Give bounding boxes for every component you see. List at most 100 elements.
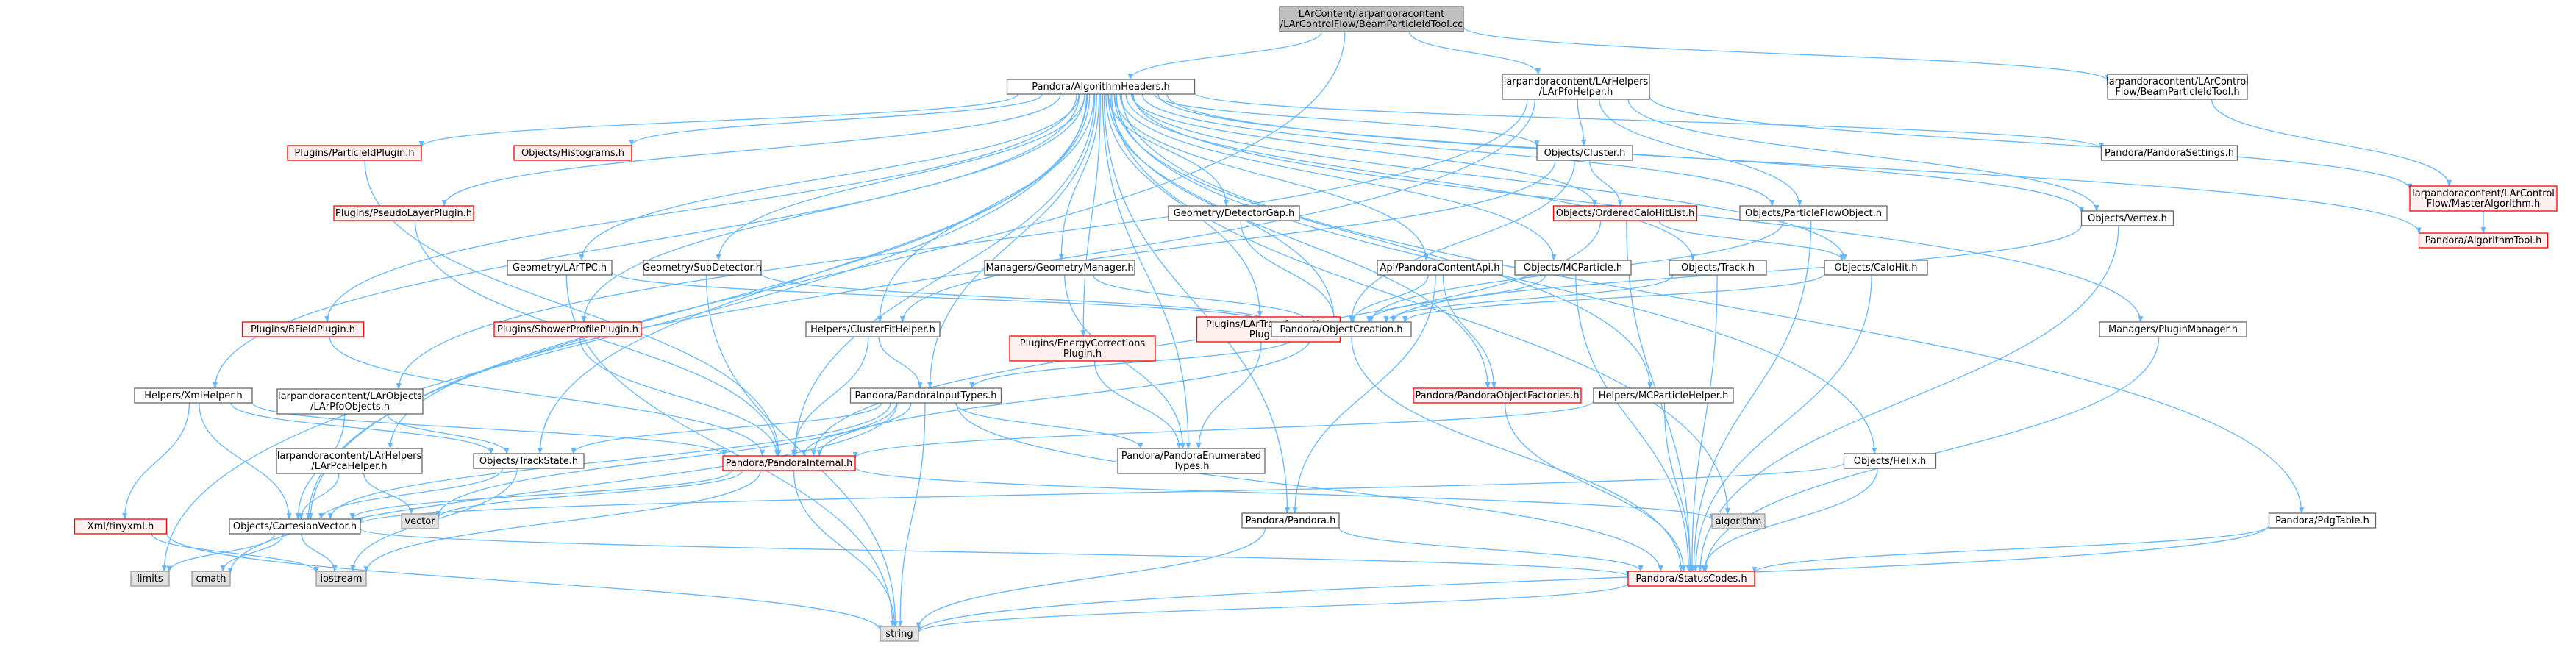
node-shower-profile[interactable]: Plugins/ShowerProfilePlugin.h <box>493 321 642 337</box>
node-beam-tool-h[interactable]: larpandoracontent/LArControlFlow/BeamPar… <box>2106 74 2249 100</box>
node-vector[interactable]: vector <box>401 513 439 529</box>
node-box <box>643 260 762 276</box>
edge-input-types-to-cartesian <box>327 402 891 520</box>
node-label: /LArControlFlow/BeamParticleIdTool.cc <box>1280 19 1463 30</box>
node-histograms[interactable]: Objects/Histograms.h <box>513 145 632 161</box>
edge-mc-particle-to-status-codes <box>1575 274 1691 572</box>
node-particle-id-plugin[interactable]: Plugins/ParticleIdPlugin.h <box>287 145 422 161</box>
node-pdg-table[interactable]: Pandora/PdgTable.h <box>2268 512 2377 529</box>
node-ordered-calo[interactable]: Objects/OrderedCaloHitList.h <box>1552 205 1698 221</box>
node-label: iostream <box>320 573 362 585</box>
node-mc-particle-helper[interactable]: Helpers/MCParticleHelper.h <box>1593 387 1734 404</box>
node-pandora-obj-fact[interactable]: Pandora/PandoraObjectFactories.h <box>1413 387 1582 404</box>
node-label: Pandora/StatusCodes.h <box>1635 573 1747 585</box>
node-input-types[interactable]: Pandora/PandoraInputTypes.h <box>849 387 1002 404</box>
node-label: Geometry/LArTPC.h <box>513 262 607 274</box>
edge-xml-helper-to-xml-tiny <box>122 402 190 520</box>
node-label: Plugins/EnergyCorrections <box>1020 338 1146 349</box>
edge-alg-headers-to-pandora-obj-fact <box>1110 93 1491 389</box>
node-box <box>333 205 474 221</box>
node-box <box>2080 210 2174 226</box>
edge-alg-headers-to-bfield <box>324 93 1077 323</box>
node-limits[interactable]: limits <box>130 571 170 587</box>
node-plugin-manager[interactable]: Managers/PluginManager.h <box>2099 321 2247 337</box>
node-xml-helper[interactable]: Helpers/XmlHelper.h <box>134 387 253 404</box>
node-cluster[interactable]: Objects/Cluster.h <box>1536 145 1633 161</box>
node-label: Helpers/ClusterFitHelper.h <box>810 324 935 335</box>
node-lar-pfo-helper[interactable]: larpandoracontent/LArHelpers/LArPfoHelpe… <box>1502 74 1650 100</box>
node-pandora-h[interactable]: Pandora/Pandora.h <box>1241 512 1340 529</box>
node-helix[interactable]: Objects/Helix.h <box>1843 453 1937 469</box>
node-pandora-internal[interactable]: Pandora/PandoraInternal.h <box>722 455 856 471</box>
node-object-creation[interactable]: Pandora/ObjectCreation.h <box>1271 321 1412 337</box>
edge-input-types-to-vector <box>435 402 897 518</box>
node-box <box>229 518 361 535</box>
edge-alg-headers-to-pandora-h <box>1103 93 1291 514</box>
node-label: Pandora/PdgTable.h <box>2275 515 2369 526</box>
edge-alg-headers-to-lar-tpc <box>579 93 1080 261</box>
node-alg-headers[interactable]: Pandora/AlgorithmHeaders.h <box>1006 79 1196 95</box>
node-bfield[interactable]: Plugins/BFieldPlugin.h <box>241 321 365 337</box>
node-label: Plugins/ShowerProfilePlugin.h <box>497 324 638 335</box>
node-label: Flow/MasterAlgorithm.h <box>2427 199 2541 210</box>
node-status-codes[interactable]: Pandora/StatusCodes.h <box>1627 571 1755 587</box>
node-label: Objects/ParticleFlowObject.h <box>1745 208 1882 219</box>
node-label: Pandora/AlgorithmHeaders.h <box>1032 82 1170 93</box>
edge-lar-pca-to-cartesian <box>298 473 340 520</box>
edge-vertex-to-status-codes <box>1697 225 2119 572</box>
node-label: limits <box>137 573 163 585</box>
node-sub-detector[interactable]: Geometry/SubDetector.h <box>643 260 762 276</box>
edge-lar-pfo-helper-to-lar-pca <box>388 99 1535 449</box>
edge-cartesian-to-iostream <box>301 533 338 572</box>
node-track-state[interactable]: Objects/TrackState.h <box>473 453 585 469</box>
edge-xml-tiny-to-string <box>165 532 883 632</box>
node-box <box>473 453 585 469</box>
node-box <box>1413 387 1582 404</box>
node-cluster-fit[interactable]: Helpers/ClusterFitHelper.h <box>805 321 941 337</box>
node-lar-tpc[interactable]: Geometry/LArTPC.h <box>507 260 613 276</box>
node-pandora-settings[interactable]: Pandora/PandoraSettings.h <box>2100 145 2238 161</box>
node-content-api[interactable]: Api/PandoraContentApi.h <box>1377 260 1503 276</box>
edge-alg-headers-to-mc-particle <box>1119 93 1557 261</box>
node-detector-gap[interactable]: Geometry/DetectorGap.h <box>1168 205 1300 221</box>
node-xml-tiny[interactable]: Xml/tinyxml.h <box>74 518 168 535</box>
node-label: Objects/Cluster.h <box>1544 148 1626 159</box>
node-pseudo-layer[interactable]: Plugins/PseudoLayerPlugin.h <box>333 205 474 221</box>
node-cmath[interactable]: cmath <box>191 571 231 587</box>
node-lar-pfo-objects[interactable]: larpandoracontent/LArObjects/LArPfoObjec… <box>276 388 424 415</box>
node-lar-pca[interactable]: larpandoracontent/LArHelpers/LArPcaHelpe… <box>276 448 423 474</box>
node-iostream[interactable]: iostream <box>315 571 367 587</box>
edge-lar-tpc-to-string <box>565 274 896 627</box>
edge-alg-headers-to-shower-profile <box>581 93 1085 323</box>
node-label: Api/PandoraContentApi.h <box>1380 262 1500 274</box>
node-vertex[interactable]: Objects/Vertex.h <box>2080 210 2174 226</box>
node-particle-flow[interactable]: Objects/ParticleFlowObject.h <box>1739 205 1888 221</box>
node-string[interactable]: string <box>880 626 919 642</box>
node-mc-particle[interactable]: Objects/MCParticle.h <box>1514 260 1632 276</box>
node-calo-hit[interactable]: Objects/CaloHit.h <box>1824 260 1928 276</box>
edge-calo-hit-to-status-codes <box>1693 274 1872 572</box>
node-label: LArContent/larpandoracontent <box>1299 9 1445 20</box>
node-box <box>1552 205 1698 221</box>
node-track[interactable]: Objects/Track.h <box>1669 260 1767 276</box>
node-box <box>401 513 439 529</box>
node-box <box>805 321 941 337</box>
edge-alg-headers-to-cluster <box>1154 93 1540 148</box>
node-box <box>276 448 423 474</box>
edge-cluster-fit-to-pandora-internal <box>791 336 869 457</box>
node-alg-tool[interactable]: Pandora/AlgorithmTool.h <box>2418 232 2549 249</box>
node-master-alg[interactable]: larpandoracontent/LArControlFlow/MasterA… <box>2409 185 2558 212</box>
node-box <box>191 571 231 587</box>
node-label: Pandora/ObjectCreation.h <box>1280 324 1402 335</box>
node-label: Pandora/PandoraObjectFactories.h <box>1415 390 1579 401</box>
edge-detector-gap-to-object-creation <box>1240 220 1338 323</box>
node-label: Managers/GeometryManager.h <box>985 262 1133 274</box>
node-root[interactable]: LArContent/larpandoracontent/LArControlF… <box>1279 6 1464 32</box>
node-cartesian[interactable]: Objects/CartesianVector.h <box>229 518 361 535</box>
node-algorithm[interactable]: algorithm <box>1711 513 1766 529</box>
node-geometry-manager[interactable]: Managers/GeometryManager.h <box>984 260 1135 276</box>
edge-xml-helper-to-track-state <box>230 402 494 454</box>
edge-alg-headers-to-cartesian <box>305 93 1088 520</box>
